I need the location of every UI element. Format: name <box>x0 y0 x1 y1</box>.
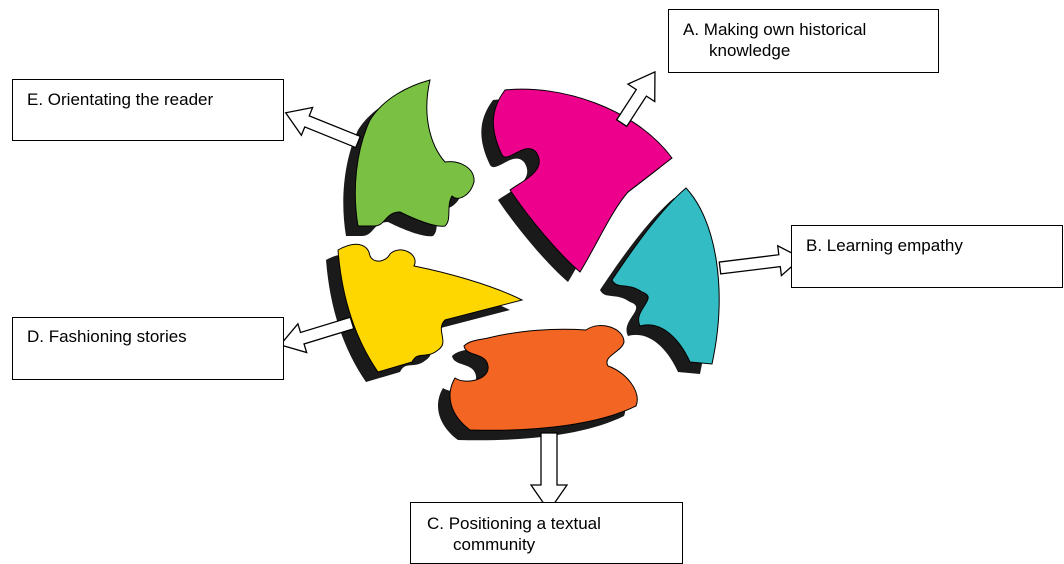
label-b-line1: B. Learning empathy <box>806 236 963 255</box>
arrow-e <box>284 106 362 149</box>
label-d-line1: D. Fashioning stories <box>27 327 187 346</box>
label-c-line2: community <box>453 535 536 554</box>
arrow-d <box>279 316 355 354</box>
label-e-line1: E. Orientating the reader <box>27 90 214 109</box>
arrow-c <box>529 432 569 513</box>
label-a-line1: A. Making own historical <box>683 20 867 39</box>
label-c-line1: C. Positioning a textual <box>427 514 601 533</box>
arrows <box>279 70 803 513</box>
label-box-b: B. Learning empathy <box>791 225 1063 288</box>
label-box-d: D. Fashioning stories <box>12 317 284 380</box>
label-box-e: E. Orientating the reader <box>12 79 284 141</box>
puzzle-pieces <box>337 79 720 431</box>
puzzle-piece-e <box>354 79 475 227</box>
label-a-line2: knowledge <box>709 41 791 60</box>
arrow-a <box>615 70 656 128</box>
label-box-a: A. Making own historical knowledge <box>668 9 939 73</box>
label-box-c: C. Positioning a textual community <box>410 502 683 564</box>
